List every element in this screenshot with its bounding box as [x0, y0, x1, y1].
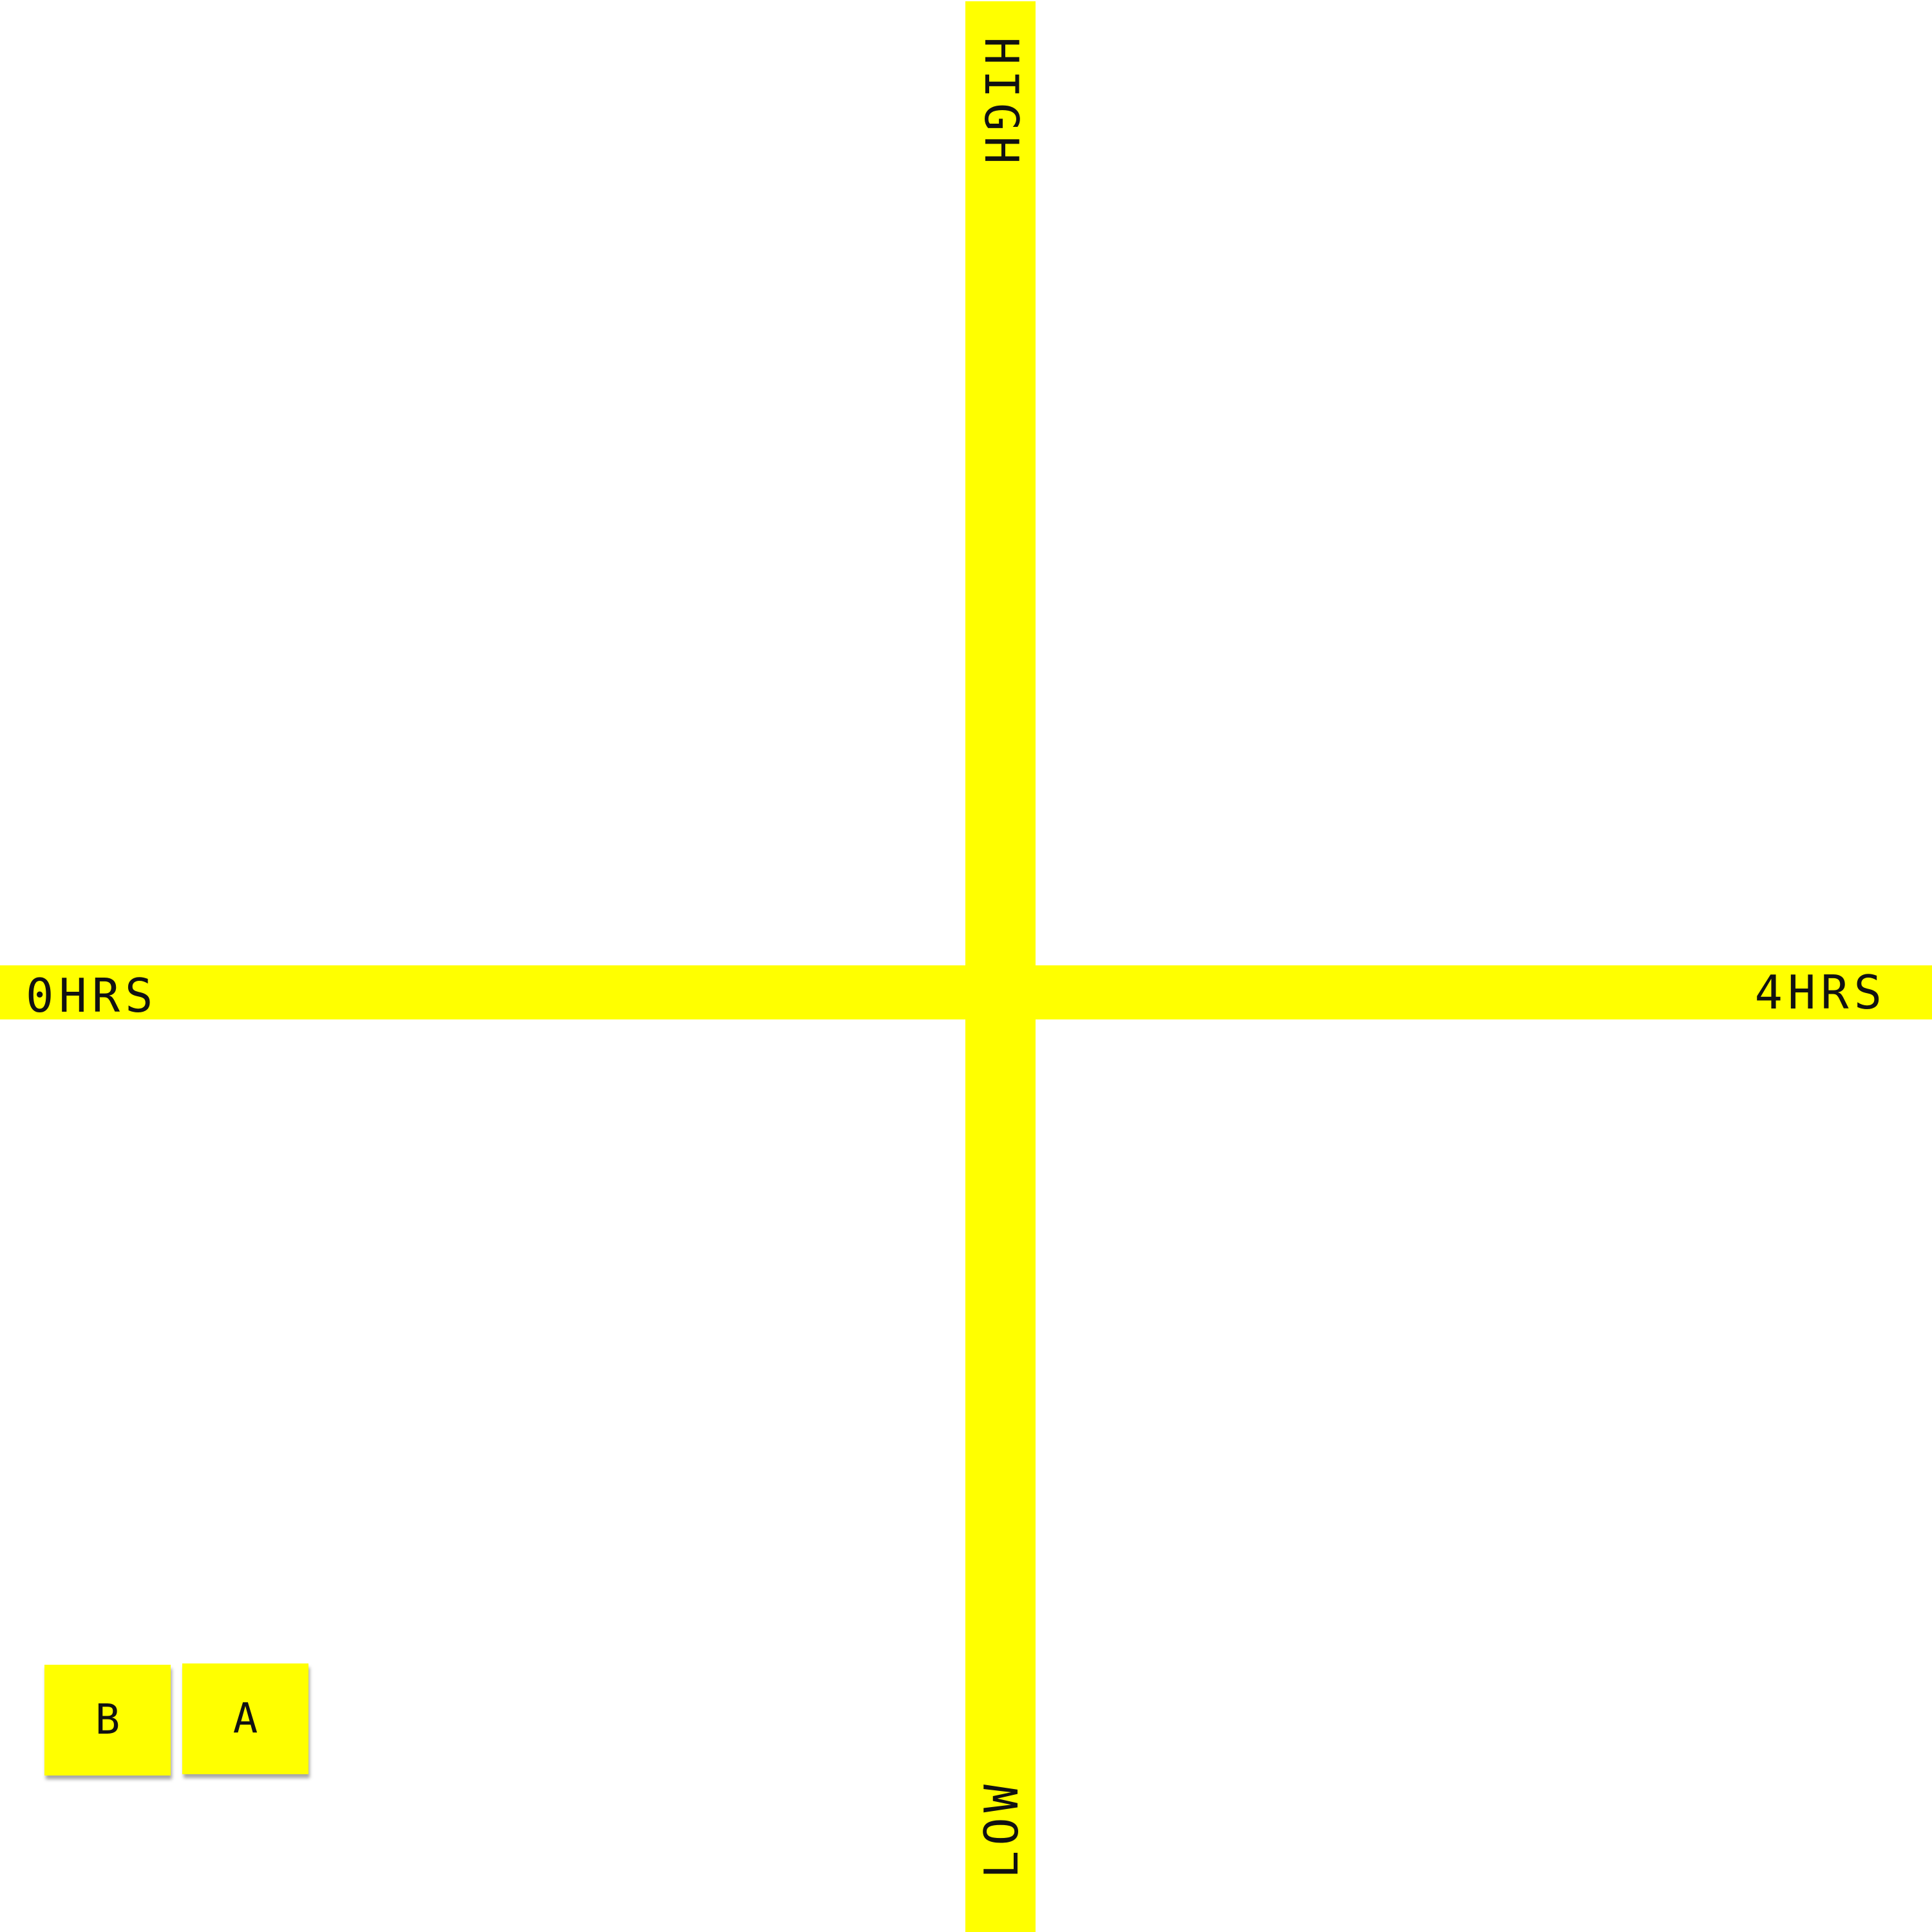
y-axis-max-label: HIGH	[974, 37, 1028, 169]
sticky-note-label: A	[232, 1695, 258, 1743]
y-axis-min-label: LOW	[974, 1779, 1028, 1879]
x-axis-max-label: 4HRS	[1754, 965, 1887, 1019]
sticky-note-a[interactable]: A	[182, 1663, 308, 1774]
axis-intersection	[965, 965, 1036, 1019]
sticky-note-b[interactable]: B	[44, 1665, 171, 1776]
sticky-note-label: B	[95, 1696, 120, 1744]
x-axis-min-label: 0HRS	[26, 969, 158, 1023]
